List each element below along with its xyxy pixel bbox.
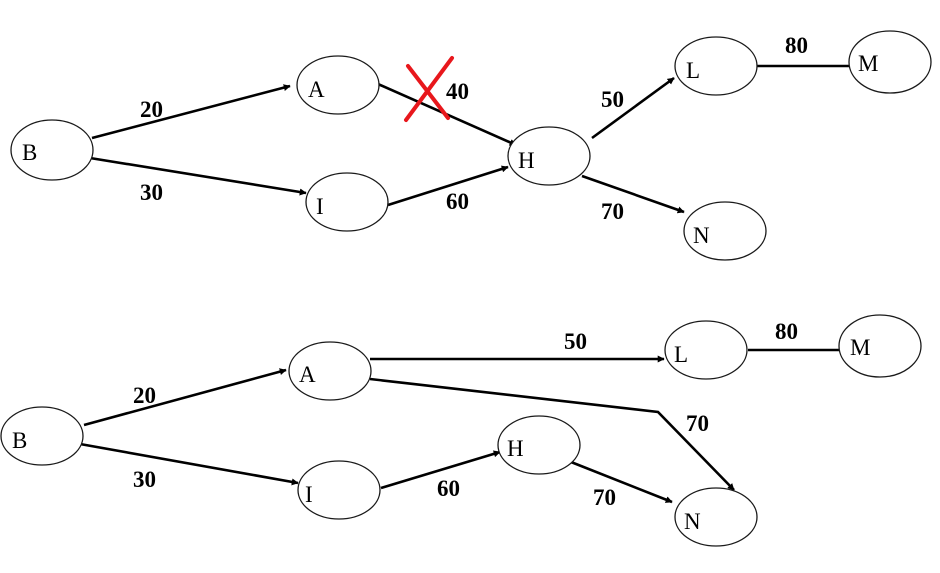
node-label: M (850, 335, 870, 360)
edge-A-N (369, 377, 735, 491)
node-label: H (507, 436, 524, 461)
edge-I-H (380, 450, 501, 490)
node-label: H (518, 148, 535, 173)
node-label: I (305, 482, 313, 507)
node-M: M (838, 314, 922, 378)
node-I: I (297, 460, 381, 520)
node-I: I (305, 172, 389, 232)
weight-L-M: 80 (775, 319, 798, 344)
node-label: M (858, 51, 878, 76)
weight-I-H: 60 (446, 189, 469, 214)
edge-B-I (79, 442, 299, 486)
node-label: N (684, 509, 701, 534)
node-label: L (686, 58, 700, 83)
node-label: I (316, 194, 324, 219)
node-A: A (296, 55, 380, 115)
edge-H-N (570, 460, 673, 504)
edge-I-H (387, 165, 509, 207)
edge-H-L (591, 76, 675, 140)
weight-B-A: 20 (140, 97, 163, 122)
node-L: L (664, 320, 748, 380)
edge-B-A (83, 368, 287, 427)
weight-H-L: 50 (601, 87, 624, 112)
weight-A-N: 70 (686, 411, 709, 436)
node-label: A (308, 77, 325, 102)
node-label: B (22, 140, 37, 165)
node-H: H (497, 415, 581, 475)
top-diagram: 20 30 40 60 50 70 80 B A I H L M (10, 30, 932, 261)
node-label: A (299, 362, 316, 387)
node-label: B (12, 428, 27, 453)
node-N: N (674, 487, 758, 547)
weight-B-I: 30 (140, 180, 163, 205)
bottom-diagram: 20 30 50 70 60 70 80 B A I H L M (0, 314, 922, 547)
node-B: B (0, 406, 84, 466)
node-L: L (674, 36, 758, 96)
node-B: B (10, 119, 94, 181)
node-N: N (683, 201, 767, 261)
weight-H-N: 70 (601, 199, 624, 224)
edge-H-N (581, 174, 685, 214)
crossout-mark (404, 56, 454, 122)
node-label: L (674, 342, 688, 367)
weight-B-I: 30 (133, 467, 156, 492)
node-label: N (693, 223, 710, 248)
weight-A-L: 50 (564, 329, 587, 354)
weight-L-M: 80 (785, 33, 808, 58)
weight-H-N: 70 (593, 485, 616, 510)
weight-B-A: 20 (133, 383, 156, 408)
weight-I-H: 60 (437, 476, 460, 501)
node-M: M (848, 30, 932, 94)
edge-B-I (89, 156, 307, 196)
weight-A-H: 40 (446, 79, 469, 104)
node-H: H (507, 126, 591, 186)
edge-B-A (91, 84, 291, 140)
node-A: A (288, 341, 372, 401)
